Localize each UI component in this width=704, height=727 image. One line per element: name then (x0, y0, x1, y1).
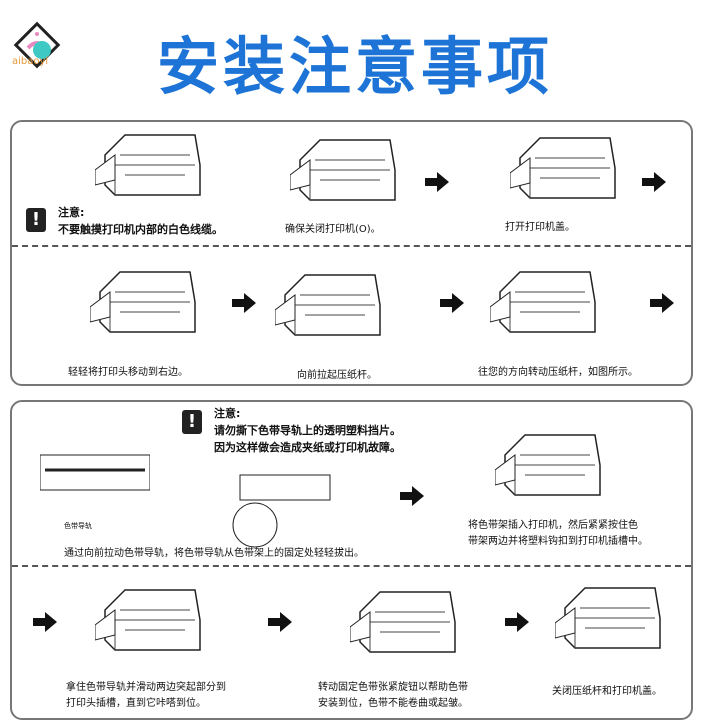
printer-illustration (510, 137, 616, 199)
section-2-panel (10, 400, 693, 720)
warning-text: 不要触摸打印机内部的白色线缆。 (58, 223, 223, 236)
step-caption: 关闭压纸杆和打印机盖。 (552, 686, 662, 697)
warning-label: 注意: (58, 206, 85, 219)
divider (12, 245, 691, 247)
warning-icon: ! (26, 208, 46, 232)
divider (12, 565, 691, 567)
printer-illustration (275, 274, 381, 336)
arrow-right-icon (440, 293, 464, 313)
warning-text: 因为这样做会造成夹纸或打印机故障。 (214, 441, 401, 454)
step-caption: 轻轻将打印头移动到右边。 (68, 367, 188, 378)
step-caption: 往您的方向转动压纸杆，如图所示。 (478, 367, 638, 378)
arrow-right-icon (650, 293, 674, 313)
arrow-right-icon (642, 172, 666, 192)
printer-illustration (90, 271, 196, 333)
step-caption: 打印头插槽，直到它咔嗒到位。 (66, 698, 206, 709)
warning-text: 请勿撕下色带导轨上的透明塑料挡片。 (214, 424, 401, 437)
page-title: 安装注意事项 (156, 30, 553, 103)
printer-illustration (350, 591, 456, 653)
arrow-right-icon (505, 612, 529, 632)
step-caption: 带架两边并将塑料钩扣到打印机插槽中。 (468, 536, 648, 547)
ribbon-cartridge-illustration (232, 474, 331, 548)
step-caption: 将色带架插入打印机，然后紧紧按住色 (468, 520, 638, 531)
printer-illustration (555, 587, 661, 649)
section-1-panel (10, 120, 693, 386)
step-caption: 安装到位，色带不能卷曲或起皱。 (318, 698, 468, 709)
ribbon-cartridge-illustration (40, 454, 150, 491)
printer-illustration (290, 139, 396, 201)
arrow-right-icon (400, 486, 424, 506)
step-caption: 拿住色带导轨并滑动两边突起部分到 (66, 682, 226, 693)
printer-illustration (95, 589, 201, 651)
printer-illustration (95, 134, 201, 196)
brand-logo (13, 21, 61, 69)
printer-illustration (490, 271, 596, 333)
arrow-right-icon (425, 172, 449, 192)
step-caption: 向前拉起压纸杆。 (297, 370, 377, 381)
printer-illustration (495, 434, 601, 496)
warning-label: 注意: (214, 407, 241, 420)
warning-icon: ! (182, 410, 202, 434)
arrow-right-icon (232, 293, 256, 313)
ribbon-guide-label: 色带导轨 (64, 522, 92, 530)
brand-name: aibaoyl (12, 56, 49, 67)
step-caption: 打开打印机盖。 (505, 222, 575, 233)
arrow-right-icon (268, 612, 292, 632)
step-caption: 通过向前拉动色带导轨，将色带导轨从色带架上的固定处轻轻拔出。 (64, 548, 364, 559)
arrow-right-icon (33, 612, 57, 632)
step-caption: 确保关闭打印机(O)。 (285, 224, 381, 235)
step-caption: 转动固定色带张紧旋钮以帮助色带 (318, 682, 468, 693)
